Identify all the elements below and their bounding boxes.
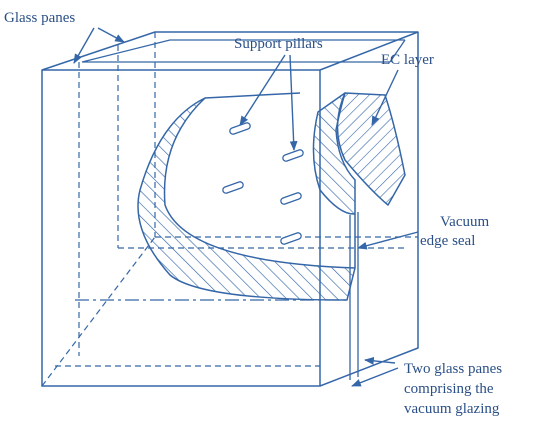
pane-lines	[81, 39, 406, 63]
hidden-pane-edges	[55, 45, 405, 367]
arrow-glass-pane-2	[97, 27, 125, 43]
label-two-panes-line2: comprising the	[404, 381, 494, 397]
pillar-2	[282, 149, 304, 162]
arrow-panes-2	[364, 356, 396, 365]
label-two-panes-line1: Two glass panes	[404, 361, 502, 377]
arrow-ec-layer	[371, 69, 399, 126]
ec-layer-region	[336, 92, 406, 206]
label-vacuum-seal-line1: Vacuum	[440, 214, 489, 230]
hidden-edges	[41, 32, 418, 387]
pillar-5	[280, 232, 302, 245]
label-vacuum-seal-line2: edge seal	[420, 233, 475, 249]
pillar-4	[280, 192, 302, 205]
arrow-pillar-2	[289, 54, 298, 151]
arrow-panes-1	[351, 367, 399, 387]
label-support-pillars: Support pillars	[234, 36, 323, 52]
cutout-edge	[204, 92, 356, 268]
pillar-3	[222, 181, 244, 194]
label-glass-panes: Glass panes	[4, 10, 75, 26]
arrow-pillar-1	[239, 54, 286, 126]
pane-verticals	[349, 212, 359, 380]
arrow-glass-pane-1	[73, 27, 95, 64]
box-right-edge	[319, 32, 419, 387]
seal-region	[312, 92, 356, 215]
box-top-face	[41, 31, 419, 71]
label-ec-layer: EC layer	[381, 52, 434, 68]
label-two-panes-line3: vacuum glazing	[404, 401, 500, 417]
cutout-wall	[137, 97, 356, 301]
arrow-vacuum-seal	[357, 231, 419, 250]
